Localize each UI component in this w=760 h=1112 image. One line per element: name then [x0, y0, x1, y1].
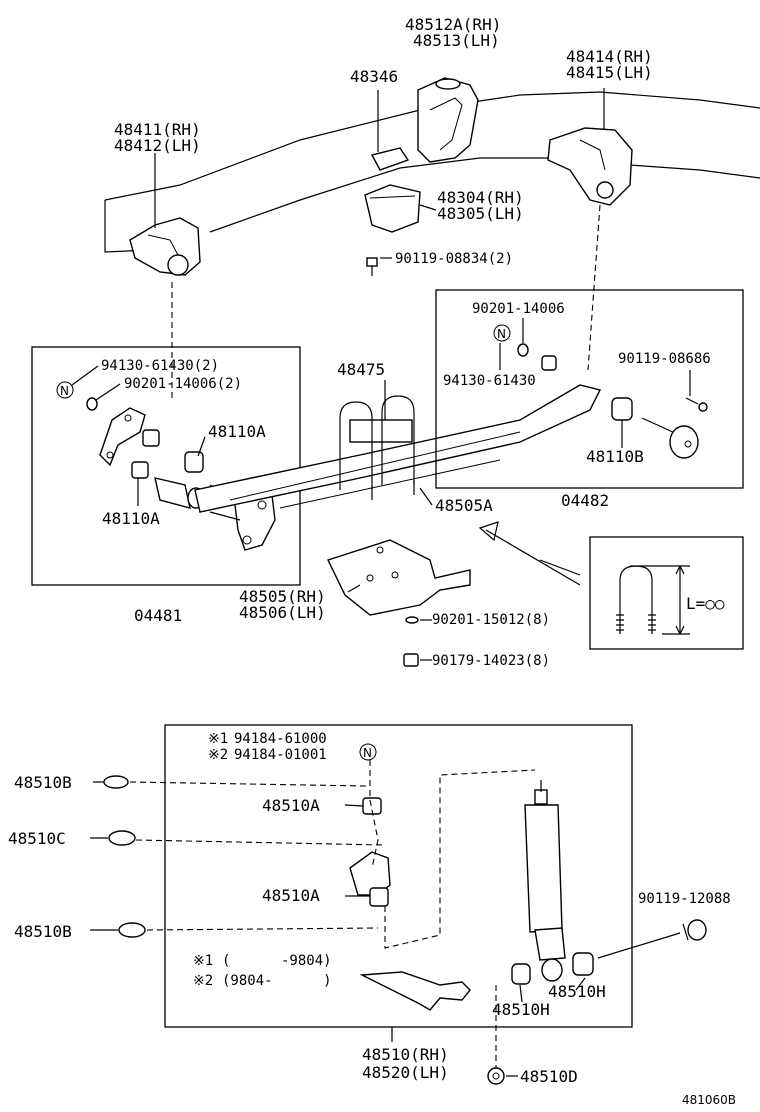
- label-48505-rh[interactable]: 48505(RH): [239, 587, 326, 606]
- label-48510H-right[interactable]: 48510H: [548, 982, 606, 1001]
- washer-48510B-lower[interactable]: [118, 922, 379, 938]
- n-symbol: N: [60, 384, 69, 398]
- label-48510A-upper[interactable]: 48510A: [262, 796, 320, 815]
- label-04481[interactable]: 04481: [134, 606, 182, 625]
- label-94130-61430[interactable]: 94130-61430: [443, 373, 536, 389]
- bolt-90119-08834[interactable]: [366, 257, 392, 276]
- label-48412-lh[interactable]: 48412(LH): [114, 136, 201, 155]
- label-48304-rh[interactable]: 48304(RH): [437, 188, 524, 207]
- label-90201-15012[interactable]: 90201-15012(8): [432, 612, 550, 628]
- n-symbol: N: [497, 327, 506, 341]
- nut-90201-14006-left[interactable]: [86, 397, 98, 411]
- note-mark-1: ※1: [208, 731, 228, 747]
- label-48110A-lower[interactable]: 48110A: [102, 509, 160, 528]
- label-48505A[interactable]: 48505A: [435, 496, 493, 515]
- label-48512A-rh[interactable]: 48512A(RH): [405, 15, 501, 34]
- label-90201-14006[interactable]: 90201-14006: [472, 301, 565, 317]
- label-04482[interactable]: 04482: [561, 491, 609, 510]
- figure-id: 481060B: [682, 1093, 736, 1107]
- footnote-1-mark: ※1: [193, 953, 213, 969]
- bracket-48411[interactable]: [129, 153, 201, 276]
- label-48305-lh[interactable]: 48305(LH): [437, 204, 524, 223]
- n-symbol: N: [363, 746, 372, 760]
- spring-seat-plate[interactable]: [327, 539, 471, 616]
- label-48510-rh[interactable]: 48510(RH): [362, 1045, 449, 1064]
- bushing-48510A-lower[interactable]: [369, 887, 389, 907]
- washer-90201-15012[interactable]: [405, 616, 419, 624]
- bushing-48110A-lower[interactable]: [131, 461, 205, 509]
- kit-box-04482: [435, 289, 744, 489]
- label-48414-rh[interactable]: 48414(RH): [566, 47, 653, 66]
- bolt-90119-12088[interactable]: [597, 919, 707, 959]
- n-marker-left: N: [56, 381, 74, 399]
- front-arrow: [478, 521, 581, 586]
- label-90201-14006-2[interactable]: 90201-14006(2): [124, 376, 242, 392]
- bolt-94130-61430[interactable]: [541, 355, 557, 371]
- label-90179-14023[interactable]: 90179-14023(8): [432, 653, 550, 669]
- washer-48510B-upper[interactable]: [103, 775, 367, 789]
- shock-absorber[interactable]: [524, 780, 566, 982]
- n-marker-right: N: [493, 324, 511, 342]
- lower-shock-mount[interactable]: [359, 971, 471, 1011]
- spacer-48475[interactable]: [349, 380, 413, 443]
- label-48510B-upper[interactable]: 48510B: [14, 773, 72, 792]
- label-48415-lh[interactable]: 48415(LH): [566, 63, 653, 82]
- label-90119-12088[interactable]: 90119-12088: [638, 891, 731, 907]
- u-bolt-detail: [616, 564, 690, 636]
- label-94130-61430-2[interactable]: 94130-61430(2): [101, 358, 219, 374]
- bushing-48510H-left[interactable]: [511, 963, 531, 985]
- label-48513-lh[interactable]: 48513(LH): [413, 31, 500, 50]
- callout-labels: 48512A(RH) 48513(LH) 48346 48414(RH) 484…: [8, 15, 736, 1107]
- label-48510A-lower[interactable]: 48510A: [262, 886, 320, 905]
- label-94184-01001[interactable]: 94184-01001: [234, 747, 327, 763]
- label-48510C[interactable]: 48510C: [8, 829, 66, 848]
- label-48110A-upper[interactable]: 48110A: [208, 422, 266, 441]
- label-94184-61000[interactable]: 94184-61000: [234, 731, 327, 747]
- footnote-2-text: (9804- ): [222, 973, 332, 989]
- label-48520-lh[interactable]: 48520(LH): [362, 1063, 449, 1082]
- label-48411-rh[interactable]: 48411(RH): [114, 120, 201, 139]
- bracket-48346[interactable]: [370, 90, 410, 171]
- note-mark-2: ※2: [208, 747, 228, 763]
- u-bolt-detail-box: [589, 536, 744, 650]
- label-48475[interactable]: 48475: [337, 360, 385, 379]
- label-u-bolt-length: L=○○: [686, 594, 725, 613]
- stopper-48304[interactable]: [364, 184, 437, 233]
- kit-box-04481: [31, 346, 301, 586]
- bushing-48110A-upper[interactable]: [142, 429, 204, 473]
- upper-mount-bracket[interactable]: [349, 851, 391, 896]
- bushing-48110B[interactable]: [611, 397, 633, 448]
- label-90119-08834[interactable]: 90119-08834(2): [395, 251, 513, 267]
- washer-48510C[interactable]: [108, 830, 386, 846]
- footnote-1-text: ( -9804): [222, 953, 332, 969]
- leaf-spring[interactable]: [194, 384, 602, 513]
- nut-90179-14023[interactable]: [403, 653, 419, 667]
- label-48506-lh[interactable]: 48506(LH): [239, 603, 326, 622]
- n-marker-shock: N: [359, 743, 377, 761]
- shock-absorber-box: [164, 724, 633, 1028]
- bracket-48414[interactable]: [547, 88, 633, 206]
- label-48510D[interactable]: 48510D: [520, 1067, 578, 1086]
- bushing-48510H-right[interactable]: [572, 952, 594, 976]
- label-48110B[interactable]: 48110B: [586, 447, 644, 466]
- footnote-2-mark: ※2: [193, 973, 213, 989]
- washer-48510D[interactable]: [487, 1067, 505, 1085]
- u-bolt-48505A[interactable]: [339, 395, 433, 506]
- label-48510H-left[interactable]: 48510H: [492, 1000, 550, 1019]
- label-90119-08686[interactable]: 90119-08686: [618, 351, 711, 367]
- label-48346[interactable]: 48346: [350, 67, 398, 86]
- nut-90201-14006-right[interactable]: [517, 343, 529, 357]
- shackle-plate-left[interactable]: [99, 407, 146, 467]
- label-48510B-lower[interactable]: 48510B: [14, 922, 72, 941]
- bracket-48512A[interactable]: [417, 77, 479, 163]
- spring-pin[interactable]: [641, 417, 699, 459]
- bolt-90119-08686[interactable]: [685, 370, 708, 412]
